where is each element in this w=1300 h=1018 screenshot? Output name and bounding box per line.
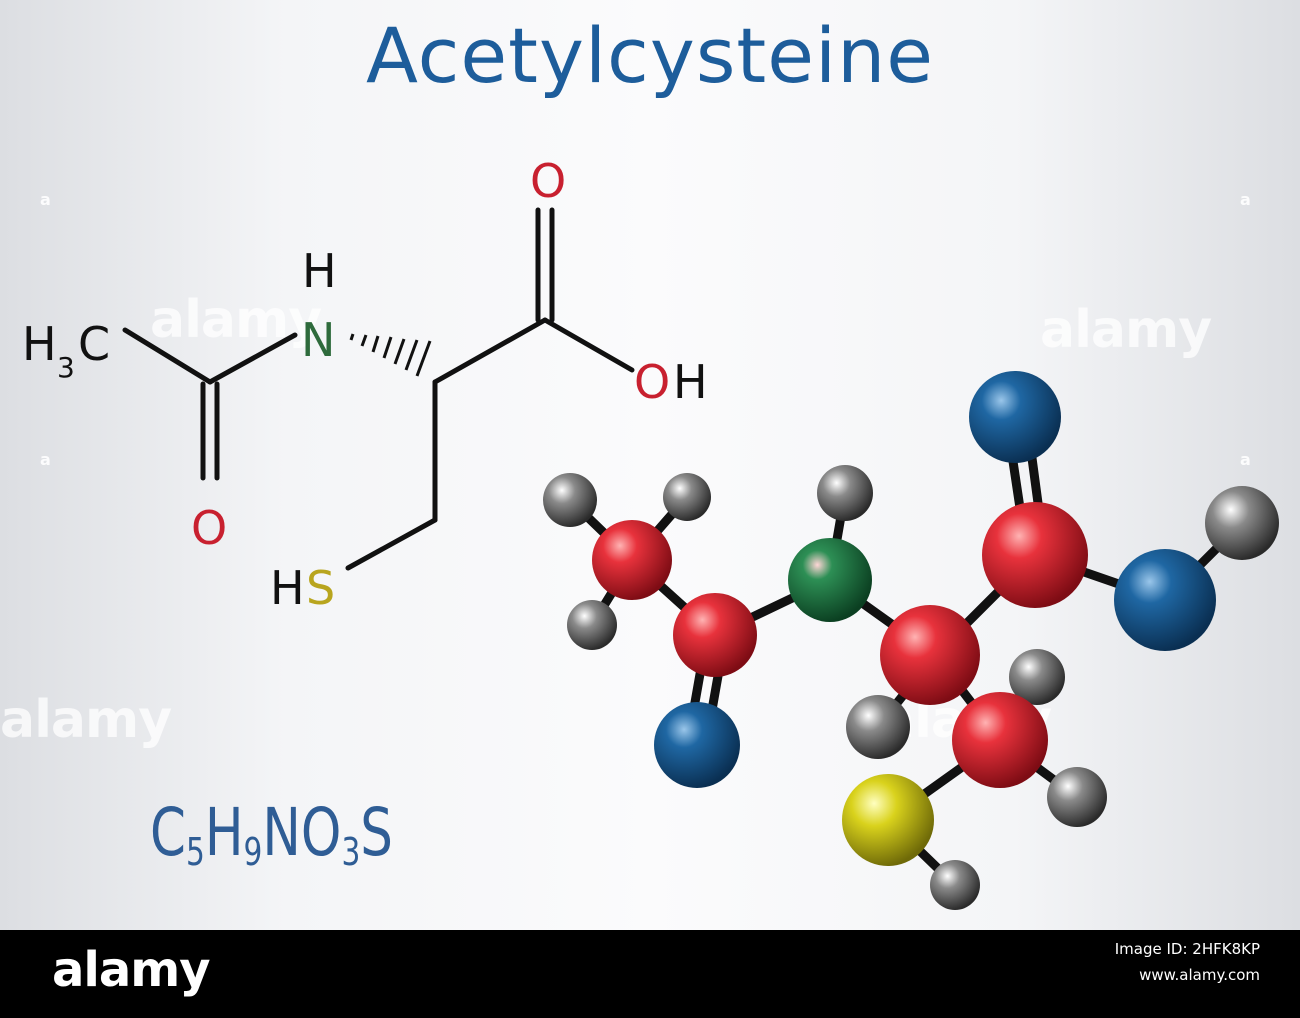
formula-element: O xyxy=(300,794,342,871)
hydrogen-atom xyxy=(1047,767,1107,827)
carbon-atom xyxy=(982,502,1088,608)
oxygen-atom xyxy=(654,702,740,788)
watermark: alamy xyxy=(150,290,322,350)
figure-canvas: alamy alamy alamy alamy a a a a Acetylcy… xyxy=(0,0,1300,930)
carbon-atom xyxy=(952,692,1048,788)
oxygen-atom xyxy=(969,371,1061,463)
hydroxyl-o-label: O xyxy=(634,355,670,409)
thiol-s-label: S xyxy=(306,561,335,615)
methyl-c-label: C xyxy=(78,317,110,371)
watermark: alamy xyxy=(0,690,172,750)
nitrogen-label: N xyxy=(301,313,335,367)
watermark-mark: a xyxy=(1240,190,1251,209)
hydrogen-atom xyxy=(663,473,711,521)
hydrogen-atom xyxy=(567,600,617,650)
watermark: alamy xyxy=(1040,300,1212,360)
carbon-atom xyxy=(673,593,757,677)
hydroxyl-h-label: H xyxy=(673,355,708,409)
carbonyl-oxygen-label: O xyxy=(530,154,566,208)
footer-bar: alamy Image ID: 2HFK8KP www.alamy.com xyxy=(0,930,1300,1018)
formula-subscript: 9 xyxy=(243,830,263,874)
nitrogen-atom xyxy=(788,538,872,622)
formula-element: C xyxy=(150,794,186,871)
watermark-mark: a xyxy=(1240,450,1251,469)
formula-element: H xyxy=(204,794,244,871)
thiol-h-label: H xyxy=(270,561,305,615)
carbon-atom xyxy=(880,605,980,705)
footer-logo[interactable]: alamy xyxy=(52,942,211,998)
carbon-atom xyxy=(592,520,672,600)
site-link[interactable]: www.alamy.com xyxy=(1139,966,1260,984)
hydrogen-atom xyxy=(930,860,980,910)
amide-oxygen-label: O xyxy=(191,501,227,555)
hydrogen-atom xyxy=(817,465,873,521)
formula-element: N xyxy=(262,794,301,871)
image-id: Image ID: 2HFK8KP xyxy=(1114,940,1260,958)
methyl-h-label: H xyxy=(22,317,57,371)
sulfur-atom xyxy=(842,774,934,866)
formula-subscript: 3 xyxy=(341,830,361,874)
watermark-mark: a xyxy=(40,190,51,209)
ball-stick-model xyxy=(543,371,1279,910)
bond-lines xyxy=(122,207,635,571)
formula-element: S xyxy=(360,794,393,871)
skeletal-formula: H 3 C H N O O O H H S xyxy=(22,154,1279,910)
atom-labels: H 3 C H N O O O H H S xyxy=(22,154,708,615)
hydrogen-atom xyxy=(1205,486,1279,560)
hashed-wedge-bond xyxy=(349,333,432,377)
methyl-subscript-label: 3 xyxy=(57,351,75,384)
hydrogen-atom xyxy=(1009,649,1065,705)
footer-info: Image ID: 2HFK8KP www.alamy.com xyxy=(1115,936,1260,988)
molecular-formula: C5H9NO3S xyxy=(150,800,393,872)
amine-h-label: H xyxy=(302,244,337,298)
page-title: Acetylcysteine xyxy=(365,11,935,100)
oxygen-atom xyxy=(1114,549,1216,651)
watermark-mark: a xyxy=(40,450,51,469)
formula-subscript: 5 xyxy=(185,830,205,874)
hydrogen-atom xyxy=(543,473,597,527)
hydrogen-atom xyxy=(846,695,910,759)
